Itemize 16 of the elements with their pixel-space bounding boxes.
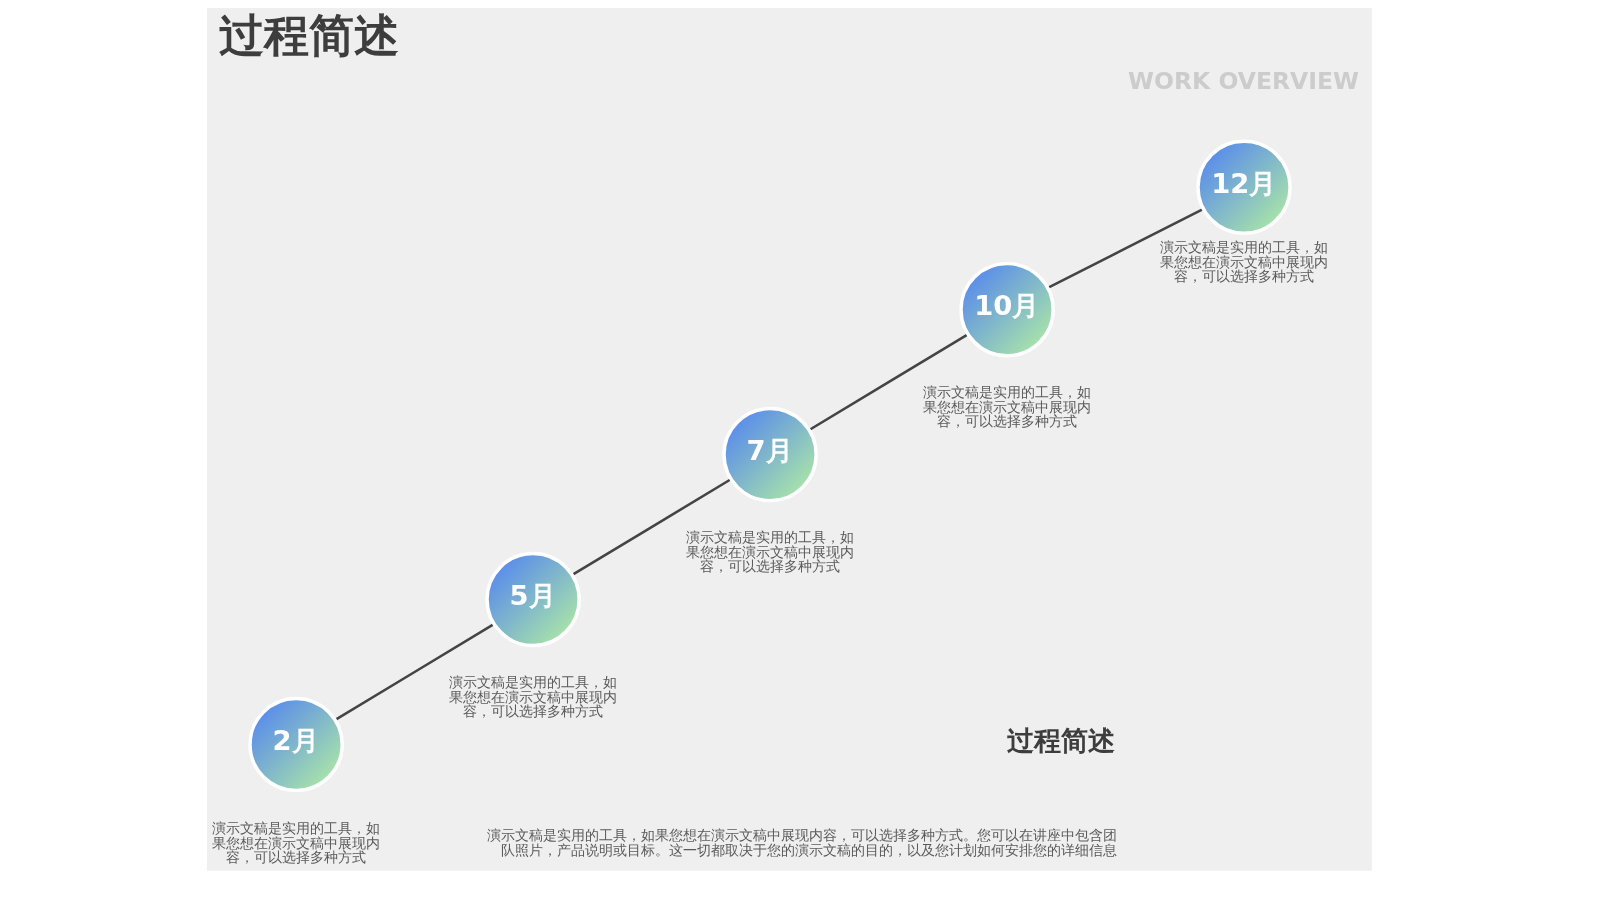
connector: [571, 478, 732, 577]
node-circle: 2月: [248, 696, 344, 793]
label: 演示文稿是实用的工具，如果您想在演示文稿中展现内容，可以选择多种方式。您可以在讲座中包含团队照片，产品说明或目标。这一切都取决于您的演示文稿的目的，以及您计划如何安排您的详细信息: [486, 827, 1117, 858]
diagram-title: 过程简述: [218, 8, 399, 62]
node-label: 演示文稿是实用的工具，如果您想在演示文稿中展现内容，可以选择多种方式: [923, 384, 1092, 430]
node-label: 演示文稿是实用的工具，如果您想在演示文稿中展现内容，可以选择多种方式: [686, 528, 855, 575]
node-circle: 12月: [1196, 139, 1292, 235]
node-label: 演示文稿是实用的工具，如果您想在演示文稿中展现内容，可以选择多种方式: [449, 673, 618, 720]
node-circle: 5月: [485, 551, 581, 648]
node-circle: 7月: [722, 406, 818, 503]
connector: [1047, 207, 1204, 290]
node-circle: 10月: [959, 261, 1055, 358]
connector: [334, 623, 495, 721]
node-label: 演示文稿是实用的工具，如果您想在演示文稿中展现内容，可以选择多种方式: [212, 819, 381, 866]
node-label: 演示文稿是实用的工具，如果您想在演示文稿中展现内容，可以选择多种方式: [1160, 239, 1329, 285]
label: 过程简述: [1007, 725, 1116, 757]
